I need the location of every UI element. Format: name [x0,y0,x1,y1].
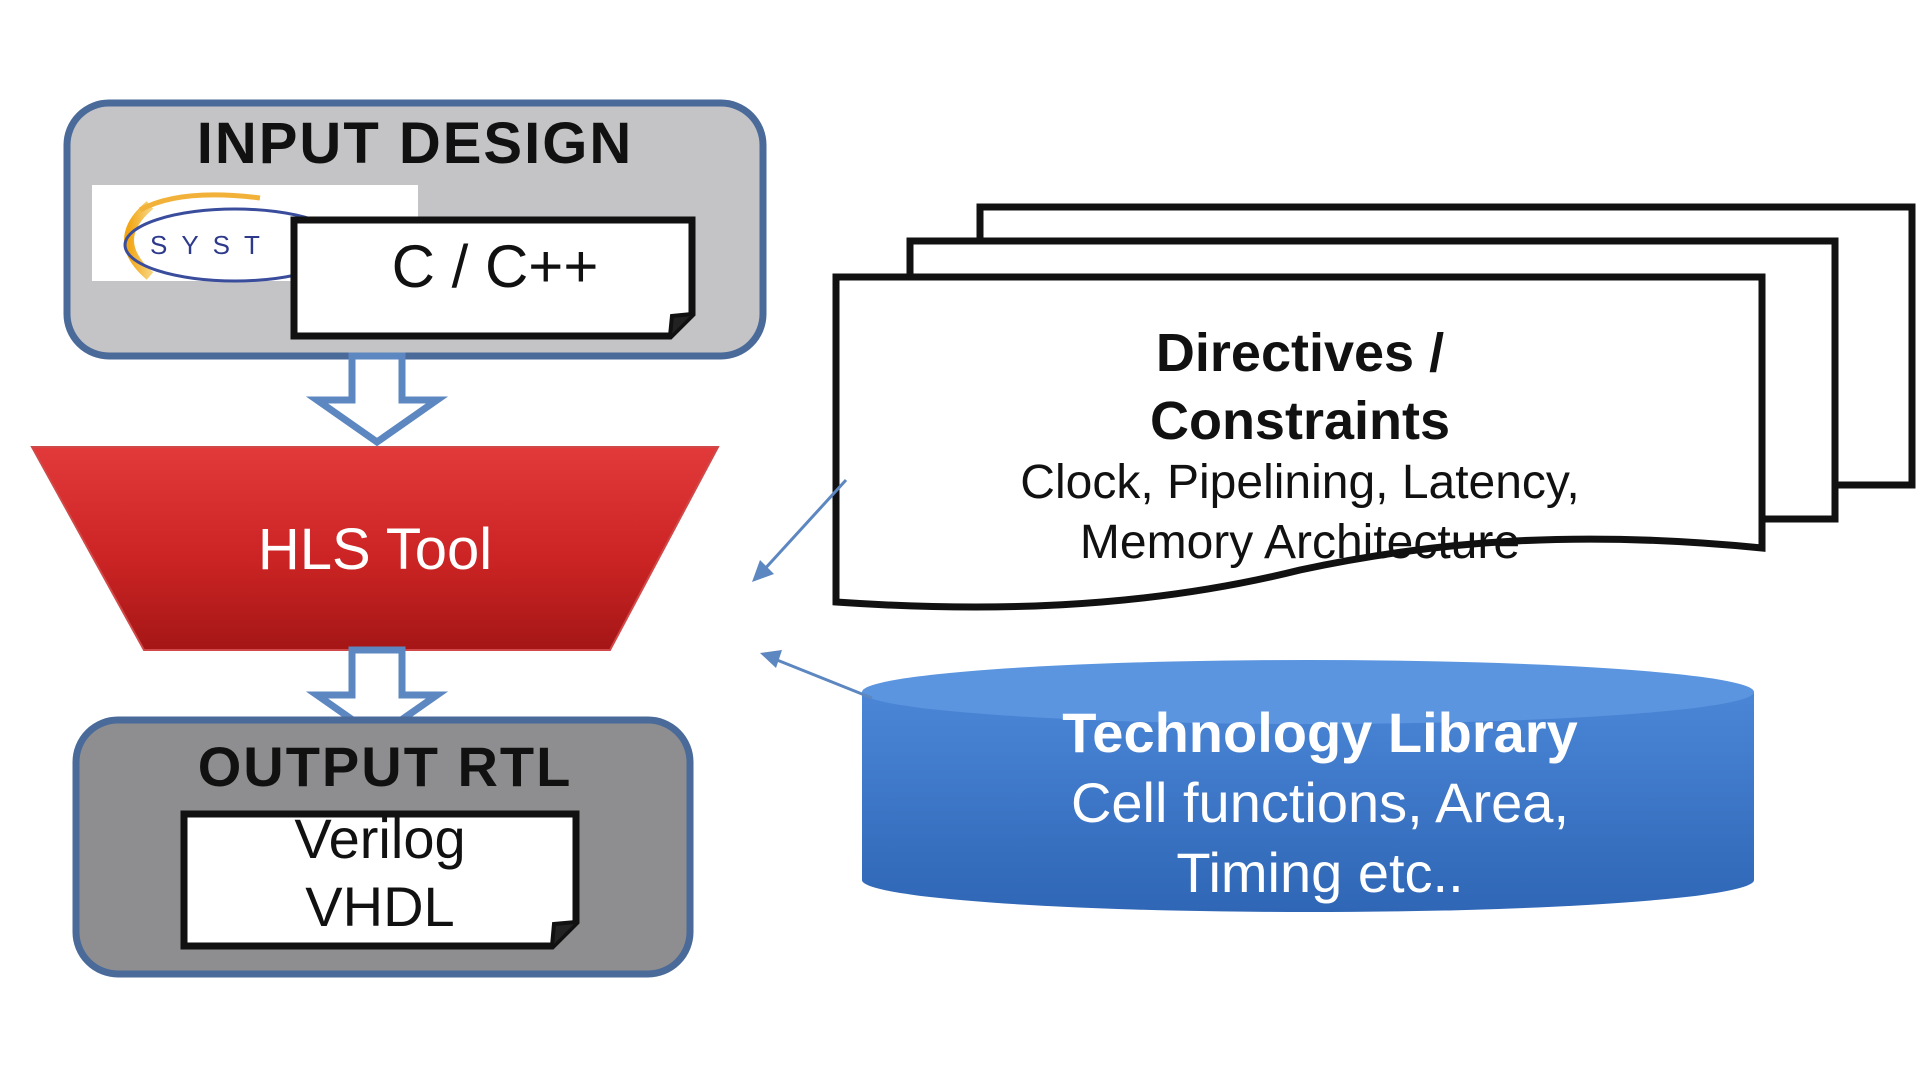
library-line-3: Timing etc.. [1176,841,1464,904]
hls-tool-label: HLS Tool [257,517,493,582]
technology-library-cylinder [862,660,1754,912]
down-arrow-icon [305,352,449,447]
library-connector-arrow [760,650,873,700]
directives-connector-arrow [752,478,848,582]
output-rtl-title: OUTPUT RTL [197,735,573,798]
directives-page-front [832,273,1766,611]
down-arrow-icon [305,646,449,742]
directives-title-line-1: Directives / [1155,323,1445,383]
input-design-title: INPUT DESIGN [196,111,634,176]
logo-text: SYST [150,230,274,260]
directives-desc-line-2: Memory Architecture [1079,516,1521,569]
output-language-verilog: Verilog [294,807,466,870]
hls-tool-funnel [30,446,720,651]
library-line-1: Technology Library [1062,701,1578,764]
input-language-label: C / C++ [391,233,599,300]
directives-title-line-2: Constraints [1149,391,1451,451]
output-language-vhdl: VHDL [305,875,455,938]
directives-desc-line-1: Clock, Pipelining, Latency, [1020,456,1580,509]
library-line-2: Cell functions, Area, [1070,771,1570,834]
